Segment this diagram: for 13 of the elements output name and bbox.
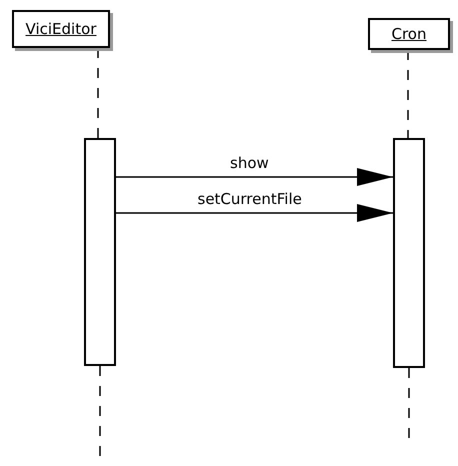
message-arrow bbox=[116, 204, 393, 222]
message-arrow bbox=[116, 168, 393, 186]
object-name: Cron bbox=[392, 25, 426, 43]
activation-bar bbox=[84, 138, 116, 366]
lifeline bbox=[408, 368, 410, 440]
lifeline bbox=[407, 50, 409, 138]
lifeline-header-box bbox=[368, 18, 450, 50]
object-name: ViciEditor bbox=[26, 20, 96, 38]
message-label: show bbox=[228, 155, 271, 171]
message-label: setCurrentFile bbox=[196, 191, 304, 207]
activation-bar bbox=[393, 138, 425, 368]
lifeline-header-box bbox=[12, 10, 110, 48]
lifeline bbox=[97, 48, 99, 138]
